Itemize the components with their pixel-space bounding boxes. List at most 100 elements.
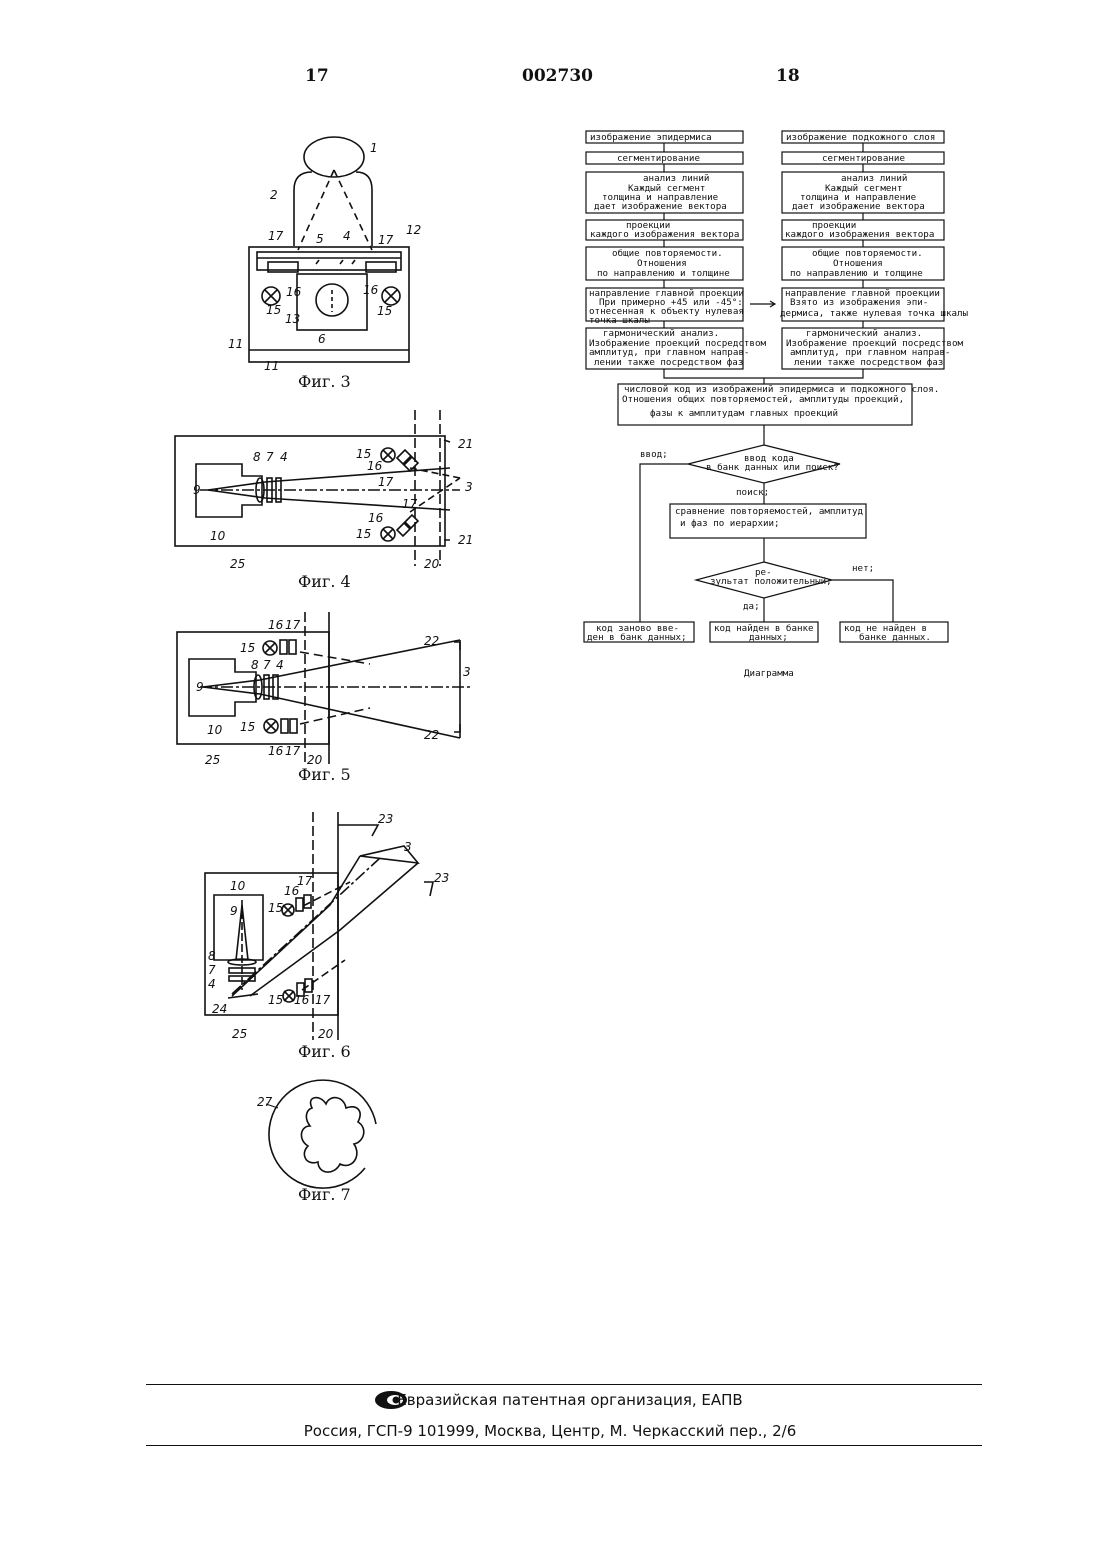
right-box-5-l3: по направлению и толщине: [790, 268, 923, 279]
compare-l1: сравнение повторяемостей, амплитуд: [675, 506, 864, 517]
fig4-label-15b: 15: [356, 527, 371, 541]
fig4-label-16b: 16: [368, 511, 384, 525]
fig5-label-17b: 17: [285, 744, 301, 758]
fig3-caption: Фиг. 3: [298, 372, 351, 391]
fig6-label-23b: 23: [434, 871, 449, 885]
fig6-label-17b: 17: [315, 993, 331, 1007]
fig6-caption: Фиг. 6: [298, 1042, 351, 1061]
fig3-label-16b: 16: [363, 283, 379, 297]
branch-input: ввод;: [640, 449, 668, 460]
flowchart-text: изображение эпидермиса сегментирование а…: [587, 132, 969, 679]
fig6-label-25: 25: [232, 1027, 247, 1041]
fig4-label-3: 3: [465, 480, 473, 494]
fig4-label-9: 9: [193, 483, 201, 497]
fig6-label-16b: 16: [294, 993, 310, 1007]
fig6-label-7: 7: [208, 963, 216, 977]
fig3-label-17a: 17: [268, 229, 284, 243]
fig6-label-17a: 17: [297, 874, 313, 888]
left-box-5-l3: по направлению и толщине: [597, 268, 730, 279]
fig3-label-11b: 11: [264, 359, 279, 373]
branch-yes: да;: [743, 601, 760, 612]
merge-l2: Отношения общих повторяемостей, амплитуд…: [622, 394, 904, 405]
fig5-label-4: 4: [276, 658, 284, 672]
fig6-label-24: 24: [212, 1002, 227, 1016]
out-left-l2: ден в банк данных;: [587, 632, 687, 643]
fig7-caption: Фиг. 7: [298, 1185, 351, 1204]
right-box-3-l4: дает изображение вектора: [792, 201, 925, 212]
fig4-label-4: 4: [280, 450, 288, 464]
fig5-label-10: 10: [207, 723, 223, 737]
merge-l3: фазы к амплитудам главных проекций: [650, 408, 838, 419]
fig4-label-7: 7: [266, 450, 274, 464]
fig4-label-21a: 21: [458, 437, 473, 451]
fig7-label-27: 27: [257, 1095, 273, 1109]
right-box-1: изображение подкожного слоя: [786, 132, 935, 143]
right-box-6-l3: дермиса, также нулевая точка шкалы: [780, 308, 969, 319]
compare-l2: и фаз по иерархии;: [680, 518, 780, 529]
decision2-l2: зультат положительный;: [710, 576, 832, 587]
fig3-label-1: 1: [370, 141, 378, 155]
fig6-label-3: 3: [404, 840, 412, 854]
fig3-label-2: 2: [270, 188, 278, 202]
camera-13: [297, 274, 367, 330]
right-box-2: сегментирование: [822, 153, 905, 164]
left-box-6-l4: точка шкалы: [589, 315, 650, 326]
camera-10: [214, 895, 263, 960]
fig4-label-8: 8: [253, 450, 261, 464]
fig4-label-17b: 17: [402, 497, 418, 511]
fig4-label-17a: 17: [378, 475, 394, 489]
footer-address: Россия, ГСП-9 101999, Москва, Центр, М. …: [0, 1422, 1100, 1440]
fig3-label-15a: 15: [266, 303, 281, 317]
left-box-2: сегментирование: [617, 153, 700, 164]
fig4-label-21b: 21: [458, 533, 473, 547]
out-mid-l2: данных;: [749, 632, 788, 643]
footer-top-rule: [146, 1384, 982, 1385]
fig5-caption: Фиг. 5: [298, 765, 351, 784]
fig6-label-9: 9: [230, 904, 238, 918]
fig4-label-10: 10: [210, 529, 226, 543]
fig3-label-5: 5: [316, 232, 324, 246]
finger-contour-27: [301, 1098, 363, 1172]
fig5-label-9: 9: [196, 680, 204, 694]
fig3-label-11a: 11: [228, 337, 243, 351]
right-box-7-l4: лении также посредством фаз: [794, 357, 943, 368]
footer-bottom-rule: [146, 1445, 982, 1446]
finger-support-2: [294, 172, 372, 246]
branch-search: поиск;: [736, 487, 769, 498]
fig5-label-22a: 22: [424, 634, 439, 648]
fig3-label-17b: 17: [378, 233, 394, 247]
fig3-label-12: 12: [406, 223, 421, 237]
fig5-label-7: 7: [263, 658, 271, 672]
fig3-label-13: 13: [285, 312, 300, 326]
fig3-label-4: 4: [343, 229, 351, 243]
scale-23-right: [424, 882, 433, 896]
fig6-label-15b: 15: [268, 993, 283, 1007]
scale-23-top: [338, 825, 378, 836]
prism-plate-4: [257, 252, 401, 270]
fig5-label-16a: 16: [268, 618, 284, 632]
fig3-label-6: 6: [318, 332, 326, 346]
outline-circle: [269, 1080, 376, 1188]
left-box-7-l4: лении также посредством фаз: [594, 357, 743, 368]
fig4-caption: Фиг. 4: [298, 572, 351, 591]
diagram-caption: Диаграмма: [744, 668, 794, 679]
fig6-label-15a: 15: [268, 901, 283, 915]
left-box-4-l2: каждого изображения вектора: [590, 229, 739, 240]
prism-4: [273, 675, 278, 699]
fig5-label-16b: 16: [268, 744, 284, 758]
fig3-label-15b: 15: [377, 304, 392, 318]
fig5-label-15b: 15: [240, 720, 255, 734]
figure-3: [249, 137, 409, 362]
branch-no: нет;: [852, 563, 874, 574]
left-box-3-l4: дает изображение вектора: [594, 201, 727, 212]
fig4-label-20: 20: [424, 557, 440, 571]
left-box-1: изображение эпидермиса: [590, 132, 712, 143]
fig6-label-20: 20: [318, 1027, 334, 1041]
fig6-label-10: 10: [230, 879, 246, 893]
fig6-label-23a: 23: [378, 812, 393, 826]
right-box-6-l2: Взято из изображения эпи-: [790, 297, 928, 308]
decision1-l2: в банк данных или поиск?: [706, 462, 839, 473]
fig4-label-25: 25: [230, 557, 245, 571]
fig6-label-4: 4: [208, 977, 216, 991]
